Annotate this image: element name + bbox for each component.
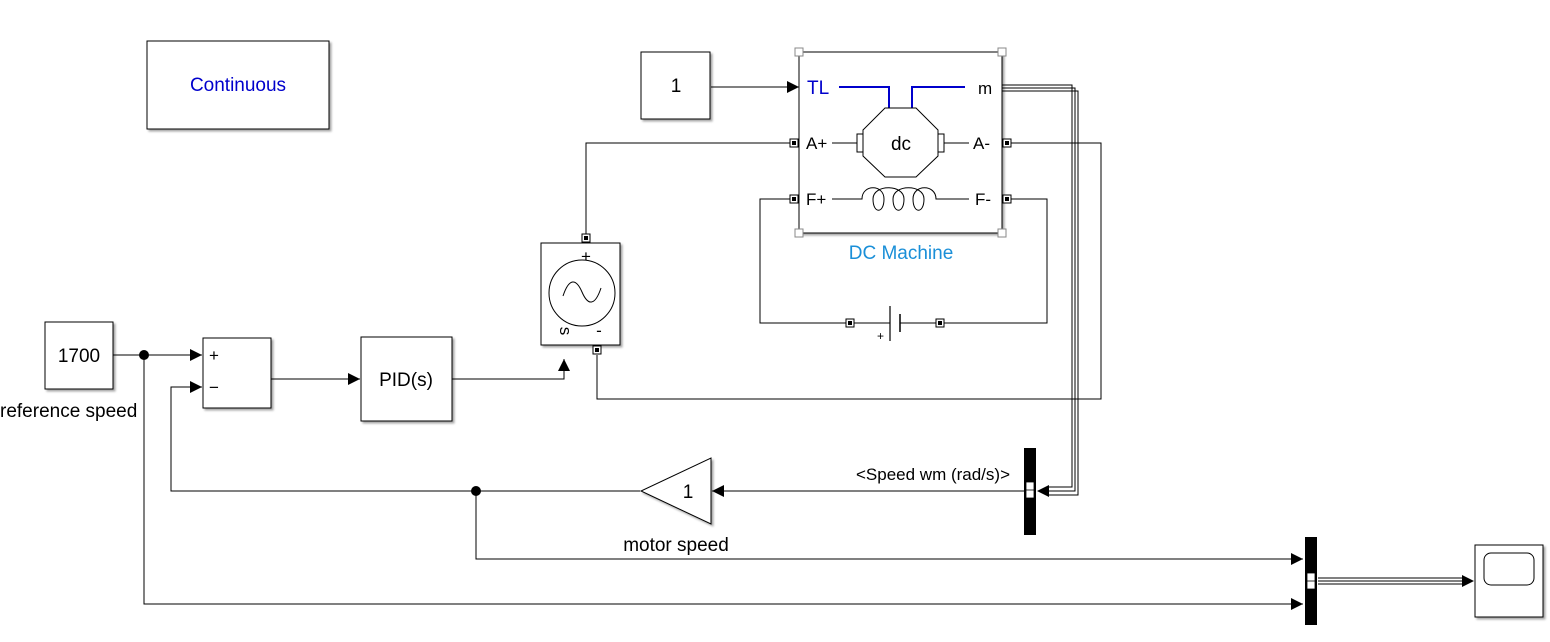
dc-machine-name: DC Machine [849,243,954,264]
selection-handle[interactable] [997,47,1007,57]
pid-controller-block[interactable]: PID(s) [360,336,453,422]
sum-block[interactable]: + − [202,337,272,409]
port-dot [1005,197,1009,201]
junction-motor-speed [471,486,481,496]
cvs-plus-label: + [581,247,591,266]
wire-armature-minus-to-cvs-minus[interactable] [596,142,1102,400]
load-torque-value: 1 [671,76,682,97]
selection-handle[interactable] [794,47,804,57]
brush-left [856,133,864,153]
torque-line-left [839,86,890,110]
port-dot [792,197,796,201]
scope-block[interactable] [1474,544,1544,618]
sum-plus-sign: + [209,346,219,365]
torque-line-right [911,86,965,110]
dc-machine-block[interactable]: TL m A+ A- dc F+ F- [794,47,1007,238]
dc-tl-port-label: TL [807,78,829,99]
port-dot [848,321,852,325]
reference-speed-caption: reference speed [0,401,137,422]
port-dot [792,141,796,145]
port-dot [595,348,599,352]
bus-signal-label: <Speed wm (rad/s)> [856,465,1010,484]
wire-motor-speed-to-mux[interactable] [475,491,1303,565]
controlled-voltage-source-block[interactable]: + s - [540,242,621,346]
brush-right [937,133,945,153]
motor-speed-caption: motor speed [623,535,729,556]
dc-armature-plus-label: A+ [806,134,827,153]
wire-cvs-plus-to-armature-plus[interactable] [585,142,790,237]
motor-icon [862,107,939,178]
bus-selector-block[interactable] [1024,448,1036,535]
dc-core-label: dc [891,134,911,155]
reference-speed-constant-block[interactable]: 1700 [44,321,114,390]
battery-plus-label: + [877,329,884,343]
port-dot [1005,141,1009,145]
bus-mux-to-scope[interactable] [1318,575,1474,587]
dc-field-minus-label: F- [975,190,991,209]
port-dot [938,321,942,325]
dc-field-plus-label: F+ [806,190,826,209]
bus-measurement-to-selector[interactable] [1001,84,1079,497]
sum-minus-sign: − [209,378,219,397]
selection-handle[interactable] [997,228,1007,238]
port-dot [584,236,588,240]
cvs-minus-label: - [596,321,602,340]
dc-voltage-source-block[interactable]: + [845,306,945,343]
mux-block[interactable] [1305,537,1317,625]
junction-reference [139,350,149,360]
sine-wave-icon [562,281,602,303]
cvs-signal-label: s [556,327,575,336]
wire-pid-to-cvs[interactable] [452,359,570,380]
scope-screen-icon [1483,552,1535,586]
powergui-block[interactable]: Continuous [146,40,330,130]
wire-field-plus-to-battery[interactable] [759,198,846,324]
load-torque-constant-block[interactable]: 1 [640,51,711,120]
wire-field-minus-to-battery[interactable] [944,198,1048,324]
pid-label: PID(s) [379,370,433,391]
dc-m-port-label: m [978,79,992,98]
selection-handle[interactable] [794,228,804,238]
gain-block[interactable]: 1 [639,457,712,525]
reference-speed-value: 1700 [58,346,100,367]
wire-reference-to-mux[interactable] [143,355,1303,610]
dc-armature-minus-label: A- [973,134,990,153]
gain-value: 1 [683,482,694,503]
powergui-label: Continuous [190,75,286,96]
wire-gain-to-sum-feedback[interactable] [170,381,640,492]
field-winding-icon [832,187,969,211]
